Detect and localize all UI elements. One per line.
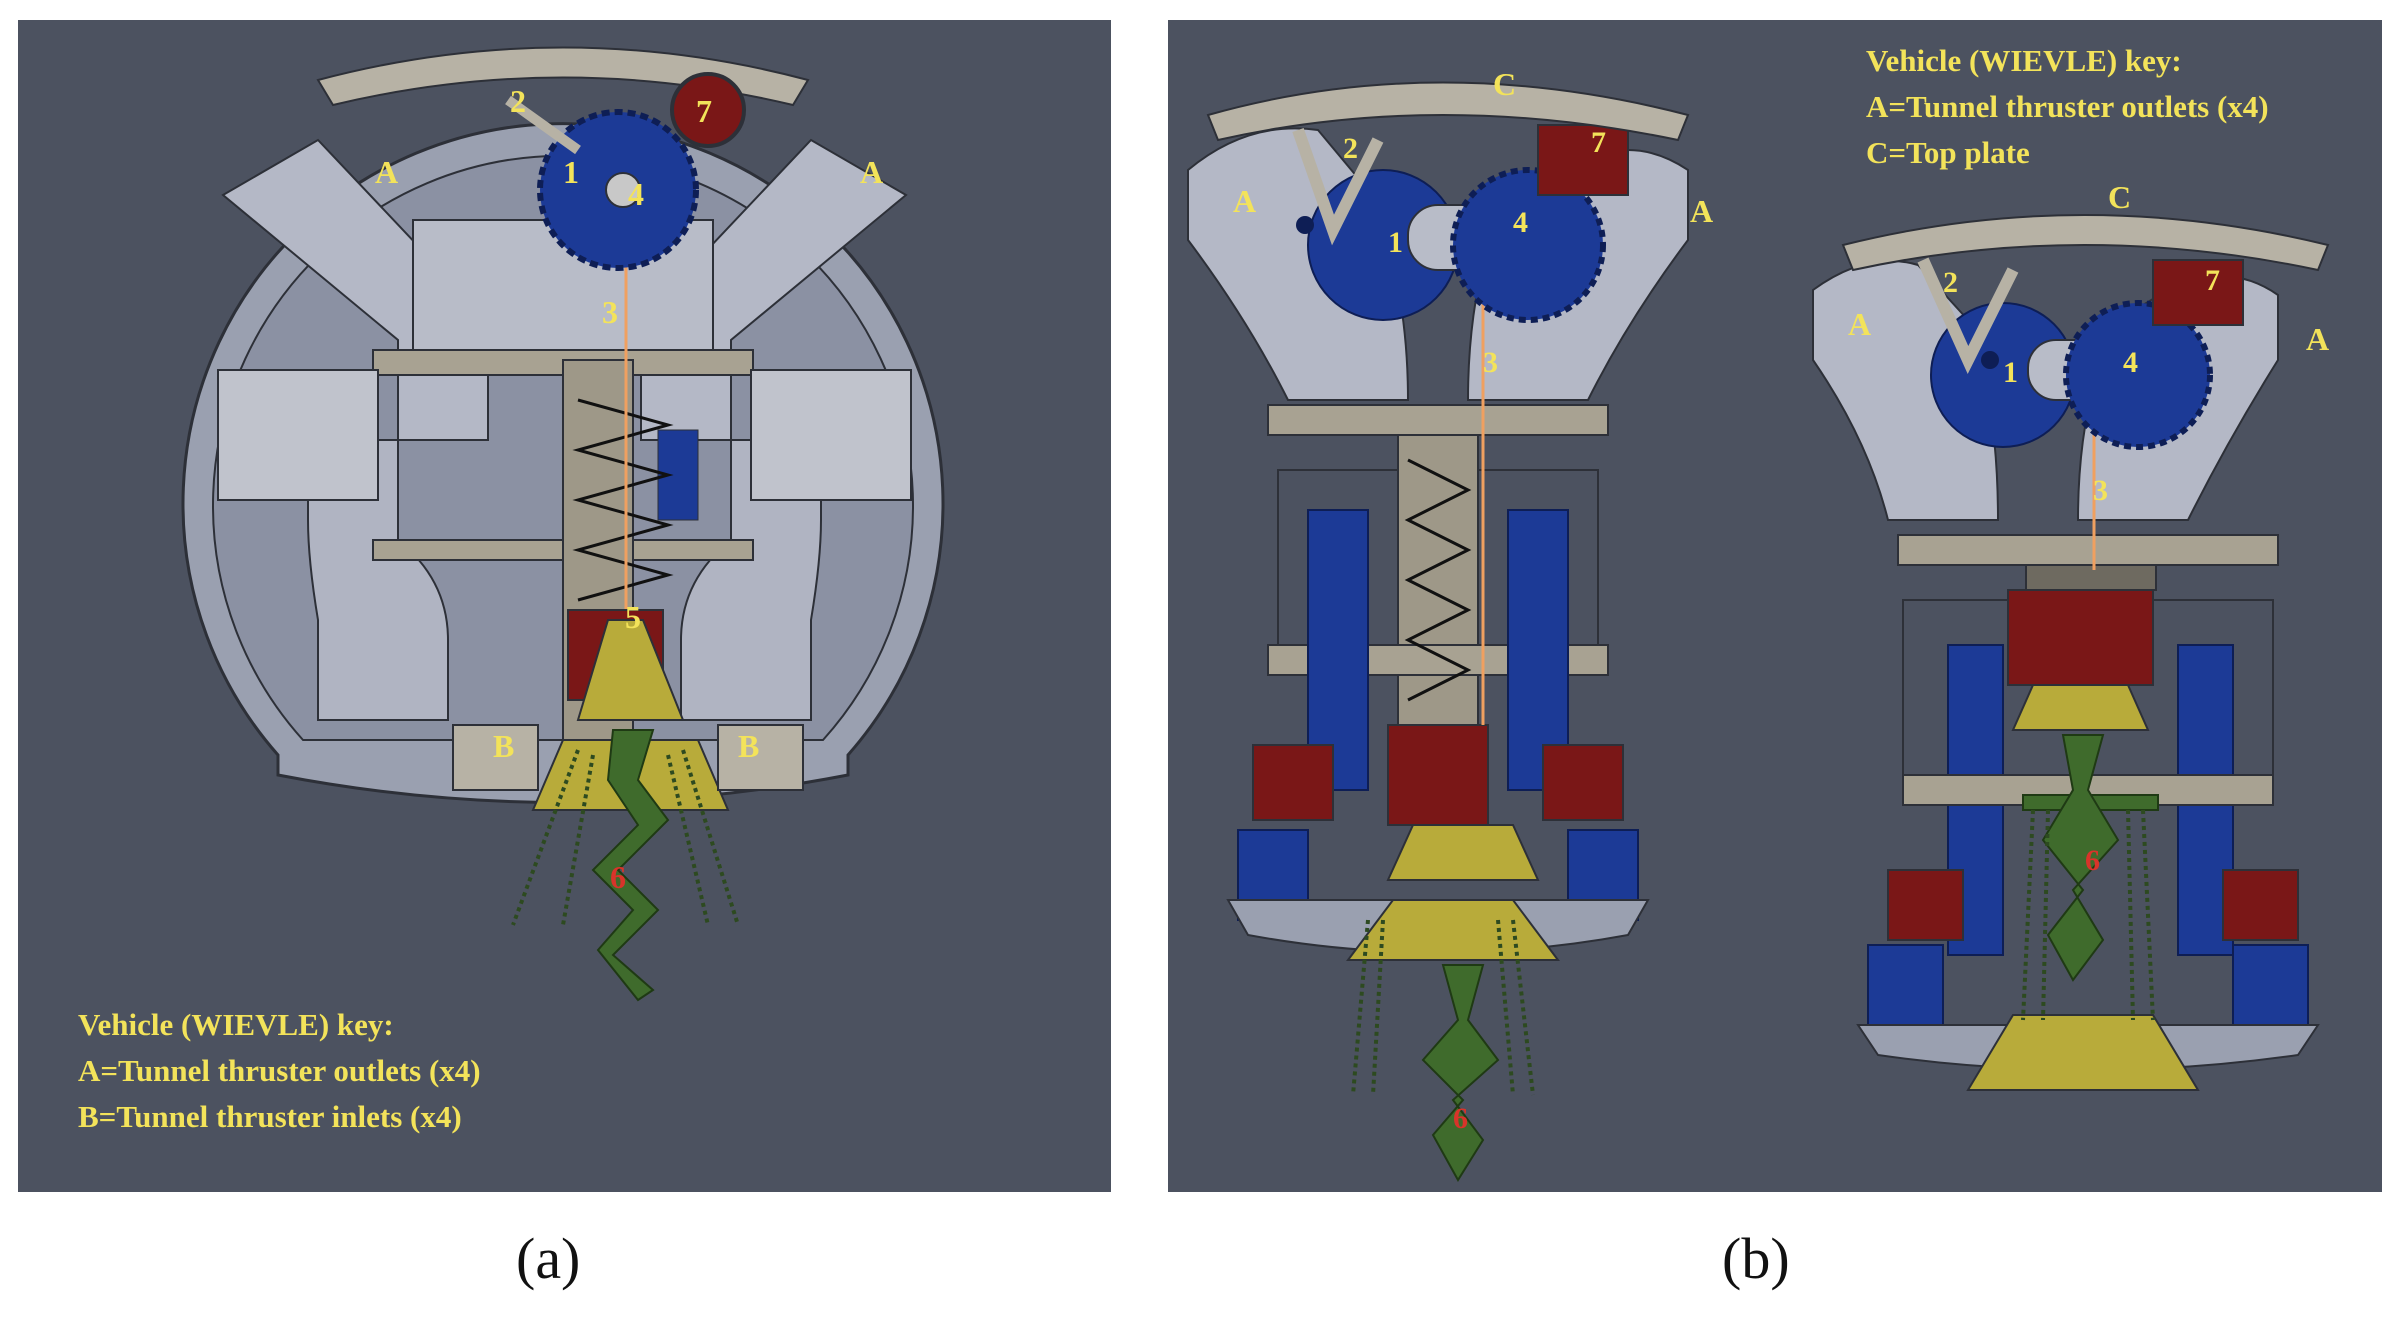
key-a-line2: B=Tunnel thruster inlets (x4) [78, 1099, 462, 1134]
caption-b: (b) [1722, 1226, 1790, 1291]
top-plate-left [1206, 81, 1690, 142]
motor-7-right [2152, 259, 2244, 326]
label-A-right: A [860, 154, 883, 190]
link-2-right [1917, 257, 2019, 374]
label-A-b2: A [1690, 193, 1713, 229]
key-b-line2: C=Top plate [1866, 135, 2030, 170]
label-1-b2: 1 [2003, 356, 2018, 389]
label-1: 1 [563, 154, 579, 190]
key-a-title: Vehicle (WIEVLE) key: [78, 1007, 394, 1042]
spring-b-left [1404, 458, 1472, 702]
label-C-left: C [1493, 66, 1516, 102]
motor-side-left [1252, 744, 1334, 821]
vehicle-key-a: Vehicle (WIEVLE) key: A=Tunnel thruster … [78, 1002, 481, 1140]
label-2-b1: 2 [1343, 132, 1358, 165]
label-7-b1: 7 [1591, 126, 1606, 159]
key-b-title: Vehicle (WIEVLE) key: [1866, 43, 2182, 78]
label-A-b3: A [1848, 306, 1871, 342]
label-6-b1: 6 [1453, 1102, 1468, 1135]
motor-7 [670, 72, 746, 148]
label-2-b2: 2 [1943, 266, 1958, 299]
vehicle-key-b: Vehicle (WIEVLE) key: A=Tunnel thruster … [1866, 38, 2269, 176]
gear-4-left [1450, 167, 1606, 323]
panel-b-diagram: C A A 2 1 4 3 7 6 C A A 2 1 4 3 7 6 [1187, 66, 2330, 1182]
motor-side-left-2 [1887, 869, 1964, 941]
inlet-block-right [717, 724, 804, 791]
motor-7-left [1537, 124, 1629, 196]
inlet-block-left [452, 724, 539, 791]
side-module-left [217, 369, 379, 501]
link-2-left [1292, 128, 1384, 246]
gear-4-right [2063, 300, 2213, 450]
motor-side-right-2 [2222, 869, 2299, 941]
label-7-b2: 7 [2205, 264, 2220, 297]
top-plate-right [1841, 214, 2330, 272]
assembly-left [1187, 81, 1690, 1182]
frame-upper-2 [1897, 534, 2279, 566]
cone-upper-2 [2011, 684, 2150, 731]
assembly-right [1812, 214, 2330, 1091]
spring-compressed [2025, 564, 2157, 591]
label-A-b4: A [2306, 321, 2329, 357]
auger-cone [576, 619, 685, 721]
motor-side-right [1542, 744, 1624, 821]
label-3-b2: 3 [2093, 474, 2108, 507]
top-plate [316, 46, 810, 107]
gear-1-hub [605, 172, 641, 208]
label-7: 7 [696, 93, 712, 129]
pivot-left [1296, 216, 1314, 234]
label-3-b1: 3 [1483, 346, 1498, 379]
label-4-b1: 4 [1513, 206, 1528, 239]
panel-a: A A B B 1 2 3 4 5 6 7 Vehicle (WIEVLE) k… [18, 20, 1111, 1192]
chains-right [2021, 809, 2155, 1021]
label-B-left: B [493, 728, 514, 764]
label-1-b1: 1 [1388, 226, 1403, 259]
motor-center-2 [2007, 589, 2154, 686]
cone-lower-2 [1966, 1014, 2200, 1091]
caption-a: (a) [516, 1226, 581, 1291]
label-6-b2: 6 [2085, 844, 2100, 877]
label-5: 5 [625, 599, 641, 635]
motor-center [1387, 724, 1489, 826]
label-6: 6 [610, 859, 626, 895]
base-thruster-left-2 [1867, 944, 1944, 1031]
label-B-right: B [738, 728, 759, 764]
label-4: 4 [628, 176, 644, 212]
label-C-right: C [2108, 179, 2131, 215]
auger-6-right [2041, 734, 2120, 982]
chains-left [1351, 919, 1535, 1096]
key-a-line1: A=Tunnel thruster outlets (x4) [78, 1053, 481, 1088]
label-3: 3 [602, 294, 618, 330]
pivot-right [1981, 351, 1999, 369]
side-module-right [750, 369, 912, 501]
cone-lower [1346, 899, 1560, 961]
label-A-left: A [375, 154, 398, 190]
label-2: 2 [510, 83, 526, 119]
panel-b: C A A 2 1 4 3 7 6 C A A 2 1 4 3 7 6 Vehi… [1168, 20, 2382, 1192]
label-4-b2: 4 [2123, 346, 2138, 379]
base-thruster-right-2 [2232, 944, 2309, 1031]
thruster-stack-right [1507, 509, 1569, 791]
frame-upper [1267, 404, 1609, 436]
auger-6-left [1421, 964, 1500, 1182]
spring [572, 398, 674, 602]
auger-6 [591, 729, 670, 1002]
panel-a-diagram: A A B B 1 2 3 4 5 6 7 [181, 46, 945, 1002]
key-b-line1: A=Tunnel thruster outlets (x4) [1866, 89, 2269, 124]
anchor-chains [511, 749, 740, 926]
thruster-stack-left [1307, 509, 1369, 791]
cone-upper [1386, 824, 1540, 881]
spring-housing-b [1397, 434, 1479, 766]
link-2 [505, 95, 581, 155]
label-A-b1: A [1233, 183, 1256, 219]
